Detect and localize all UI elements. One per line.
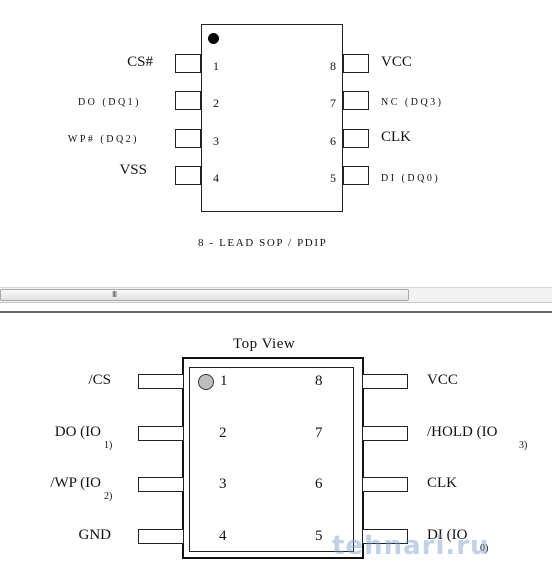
- pin-lead-right: [362, 529, 408, 544]
- pin-label: VSS: [119, 162, 147, 178]
- pin-lead-left: [138, 426, 184, 441]
- scrollbar-grip-icon: III: [112, 290, 117, 299]
- pin-label: DI (DQ0): [381, 173, 441, 184]
- pin-number: 1: [213, 59, 219, 73]
- pin-lead-right: [343, 91, 369, 110]
- pin-lead-left: [138, 529, 184, 544]
- pin-label-subscript: 2): [104, 491, 113, 502]
- pin-label: /WP (IO: [50, 475, 101, 491]
- pin-label: CLK: [427, 475, 457, 491]
- top-view-title: Top View: [233, 336, 296, 352]
- pin-number: 4: [213, 171, 219, 185]
- pin-number: 2: [219, 425, 227, 441]
- pin-number: 3: [213, 134, 219, 148]
- pin-lead-left: [138, 477, 184, 492]
- pin-label: /HOLD (IO: [427, 424, 498, 440]
- pin-lead-left: [138, 374, 184, 389]
- chip-body-top: [201, 24, 343, 212]
- scrollbar-thumb[interactable]: [0, 289, 409, 301]
- pin-label: VCC: [381, 54, 412, 70]
- pin-number: 1: [220, 373, 228, 389]
- divider: [0, 311, 552, 313]
- pin-lead-right: [362, 477, 408, 492]
- chip-body-bottom: [182, 357, 364, 559]
- pin-lead-left: [175, 129, 201, 148]
- pin-number: 3: [219, 476, 227, 492]
- pin-label: NC (DQ3): [381, 97, 444, 108]
- pin-label: CS#: [127, 54, 153, 70]
- pin-lead-right: [343, 166, 369, 185]
- pin-label: WP# (DQ2): [67, 134, 139, 145]
- pin-number: 4: [219, 528, 227, 544]
- pin-label-subscript: 0): [480, 543, 489, 554]
- pin-lead-right: [362, 426, 408, 441]
- pin-lead-left: [175, 54, 201, 73]
- pin-lead-left: [175, 166, 201, 185]
- pin1-marker-dot: [208, 33, 219, 44]
- pin-number: 8: [315, 373, 323, 389]
- pin-label: DO (DQ1): [77, 97, 141, 108]
- pin-label: /CS: [88, 372, 111, 388]
- pin-label: DI (IO: [427, 527, 468, 543]
- pin-lead-right: [362, 374, 408, 389]
- pin-number: 5: [330, 171, 336, 185]
- pin-label: GND: [78, 527, 112, 543]
- pin-lead-left: [175, 91, 201, 110]
- pin-lead-right: [343, 129, 369, 148]
- pin-number: 8: [330, 59, 336, 73]
- pin-number: 7: [330, 96, 336, 110]
- pin-number: 7: [315, 425, 323, 441]
- pin-label-subscript: 1): [104, 440, 113, 451]
- package-caption: 8 - LEAD SOP / PDIP: [198, 237, 328, 249]
- pin-label: VCC: [427, 372, 458, 388]
- pin-number: 2: [213, 96, 219, 110]
- pin-label: DO (IO: [54, 424, 101, 440]
- pin1-marker-dot: [198, 374, 214, 390]
- pin-lead-right: [343, 54, 369, 73]
- pin-number: 6: [330, 134, 336, 148]
- pin-number: 5: [315, 528, 323, 544]
- pin-label: CLK: [381, 129, 411, 145]
- pin-label-subscript: 3): [519, 440, 528, 451]
- chip-body-inner: [189, 367, 354, 552]
- watermark: tehnari.ru: [332, 531, 490, 561]
- pin-number: 6: [315, 476, 323, 492]
